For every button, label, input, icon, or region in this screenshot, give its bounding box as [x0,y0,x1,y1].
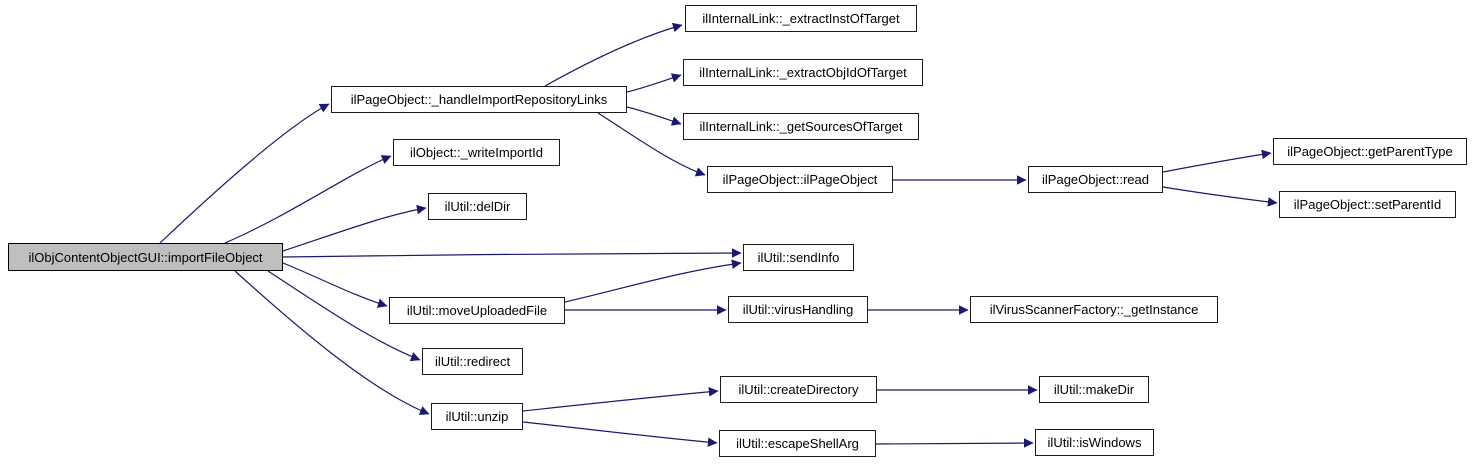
node-extract-obj-id-of-target[interactable]: ilInternalLink::_extractObjIdOfTarget [683,59,923,86]
edge-import-to-sendinfo [282,248,742,258]
edge-import-to-writeimportid [224,155,392,244]
node-handle-import-repository-links[interactable]: ilPageObject::_handleImportRepositoryLin… [331,86,627,113]
edge-read-to-setparentid [1162,186,1278,207]
node-is-windows[interactable]: ilUtil::isWindows [1035,429,1154,456]
edge-moveuploadedfile-to-sendinfo [564,259,742,303]
edge-import-to-redirect [267,270,421,362]
node-move-uploaded-file[interactable]: ilUtil::moveUploadedFile [389,297,565,324]
node-get-sources-of-target[interactable]: ilInternalLink::_getSourcesOfTarget [683,113,919,140]
node-unzip[interactable]: ilUtil::unzip [431,403,523,430]
edge-escapeshellarg-to-iswindows [875,438,1034,448]
edge-import-to-deldir [282,204,427,252]
node-virus-handling[interactable]: ilUtil::virusHandling [728,296,868,323]
node-escape-shell-arg[interactable]: ilUtil::escapeShellArg [719,430,876,457]
node-import-file-object: ilObjContentObjectGUI::importFileObject [8,243,283,271]
node-redirect[interactable]: ilUtil::redirect [422,348,523,375]
edge-handleimport-to-getsources [626,106,682,126]
node-send-info[interactable]: ilUtil::sendInfo [743,244,854,271]
edge-handleimport-to-ilpageobject [597,112,706,177]
node-get-parent-type[interactable]: ilPageObject::getParentType [1273,138,1467,165]
node-read[interactable]: ilPageObject::read [1028,166,1163,193]
node-make-dir[interactable]: ilUtil::makeDir [1039,376,1149,403]
edge-read-to-getparenttype [1162,149,1272,173]
node-del-dir[interactable]: ilUtil::delDir [428,193,527,220]
edge-import-to-moveuploadedfile [282,262,388,308]
edge-unzip-to-createdirectory [522,387,719,412]
node-il-page-object[interactable]: ilPageObject::ilPageObject [707,166,893,193]
node-set-parent-id[interactable]: ilPageObject::setParentId [1279,191,1456,218]
edge-unzip-to-escapeshellarg [522,421,718,447]
edge-handleimport-to-extractinst [544,22,683,87]
node-write-import-id[interactable]: ilObject::_writeImportId [393,139,560,166]
edge-import-to-unzip [234,270,430,416]
node-create-directory[interactable]: ilUtil::createDirectory [720,376,877,403]
node-extract-inst-of-target[interactable]: ilInternalLink::_extractInstOfTarget [685,5,917,32]
node-get-instance[interactable]: ilVirusScannerFactory::_getInstance [970,296,1218,323]
edge-import-to-handleimport [159,103,330,244]
edge-handleimport-to-extractobjid [626,73,682,93]
